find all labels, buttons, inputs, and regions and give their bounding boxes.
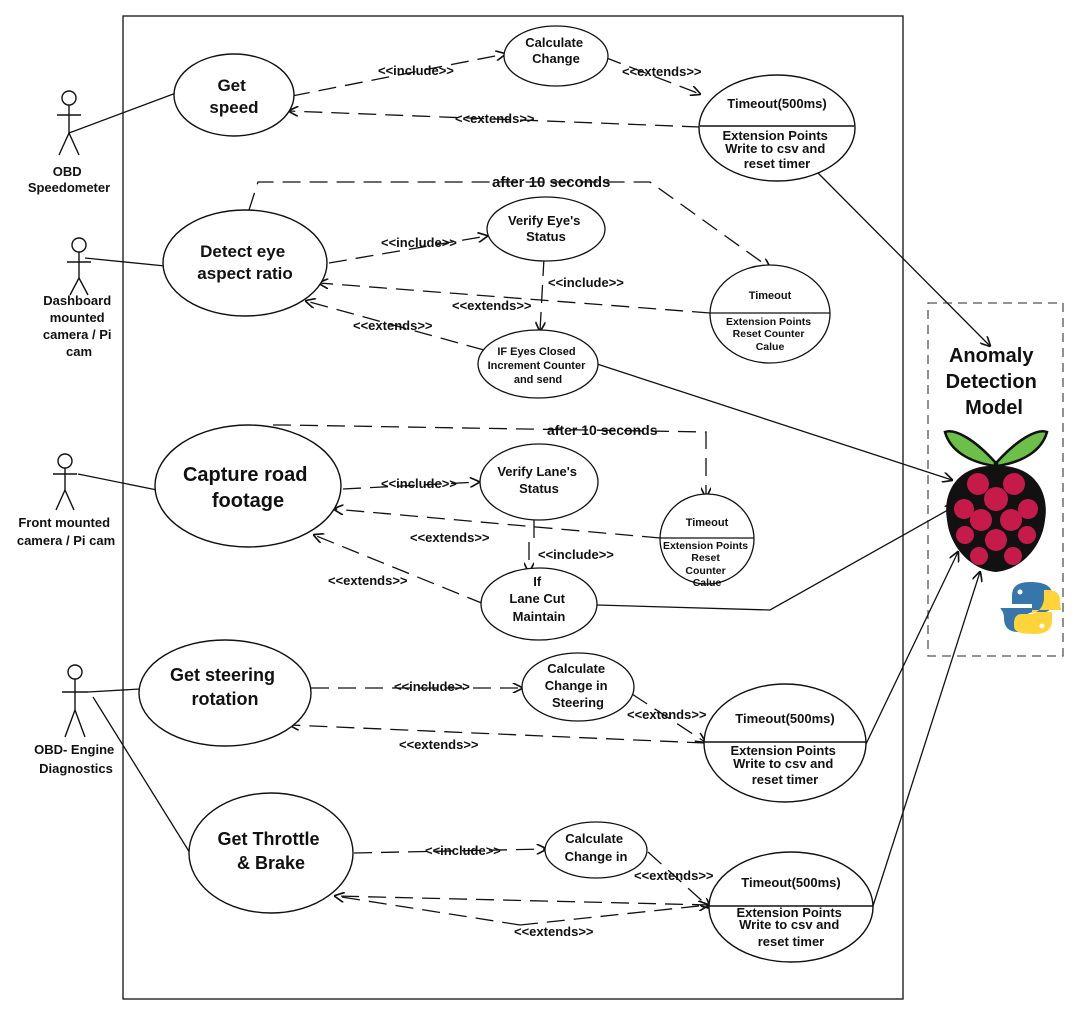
svg-text:Get Throttle & Brake: Get Throttle & Brake bbox=[217, 829, 324, 873]
anomaly-model-title: Anomaly Detection Model bbox=[946, 345, 1043, 419]
svg-text:Calculate Change in: Calculate Change in Steering bbox=[545, 661, 611, 710]
relation-labels: <<include>> <<extends>> <<extends>> afte… bbox=[328, 63, 714, 939]
use-case-detect-eye: Detect eye aspect ratio bbox=[162, 209, 328, 317]
use-case-capture-road: Capture road footage bbox=[154, 424, 342, 548]
timeout-eye: Timeout Extension Points Reset Counter C… bbox=[709, 264, 831, 364]
use-case-calc-change-steering: Calculate Change in Steering bbox=[521, 652, 635, 722]
python-logo-icon bbox=[1000, 582, 1062, 634]
model-connections bbox=[596, 172, 990, 907]
label-after-10-eye: after 10 seconds bbox=[492, 174, 610, 191]
system-boundary bbox=[122, 15, 904, 1000]
svg-text:Extension Points Reset: Extension Points Reset Counter Calue bbox=[663, 540, 751, 589]
label-extends-eyes-closed: <<extends>> bbox=[353, 318, 433, 333]
timeout-steering: Timeout(500ms) Extension Points Write to… bbox=[703, 683, 867, 803]
actor-obd-speedometer bbox=[57, 90, 81, 156]
svg-text:Extension Points Reset C: Extension Points Reset Counter Calue bbox=[726, 316, 814, 353]
label-include-steering: <<include>> bbox=[394, 679, 470, 694]
svg-text:IF Eyes Closed Increment: IF Eyes Closed Increment Counter and sen… bbox=[488, 346, 589, 386]
label-extends-calc-speed: <<extends>> bbox=[622, 64, 702, 79]
label-extends-eye-timeout: <<extends>> bbox=[452, 298, 532, 313]
timeout-speed: Timeout(500ms) Extension Points Write to… bbox=[698, 74, 856, 182]
svg-text:Get speed: Get speed bbox=[209, 76, 258, 117]
use-case-verify-eye: Verify Eye's Status bbox=[486, 196, 606, 262]
raspberry-pi-logo-icon bbox=[943, 429, 1049, 572]
svg-text:Timeout(500ms): Timeout(500ms) bbox=[727, 96, 826, 111]
use-case-if-eyes-closed: IF Eyes Closed Increment Counter and sen… bbox=[477, 329, 599, 399]
actor-obd-engine bbox=[62, 664, 88, 738]
label-extends-steering: <<extends>> bbox=[399, 737, 479, 752]
actor-label-dashboard-camera: Dashboard mounted camera / Pi cam bbox=[43, 293, 115, 359]
use-case-if-lane-cut: If Lane Cut Maintain bbox=[480, 567, 598, 641]
label-extends-calc-steering: <<extends>> bbox=[627, 707, 707, 722]
use-case-get-throttle: Get Throttle & Brake bbox=[188, 792, 354, 914]
svg-text:Timeout(500ms): Timeout(500ms) bbox=[741, 875, 840, 890]
svg-text:Capture road footage: Capture road footage bbox=[183, 464, 313, 512]
label-extends-lane-timeout: <<extends>> bbox=[410, 530, 490, 545]
svg-text:Timeout: Timeout bbox=[749, 290, 792, 302]
label-extends-lane-cut: <<extends>> bbox=[328, 573, 408, 588]
svg-text:Calculate Change: Calculate Change bbox=[525, 35, 586, 66]
svg-text:Verify Lane's Status: Verify Lane's Status bbox=[497, 464, 580, 496]
anomaly-model-box bbox=[927, 302, 1064, 657]
label-extends-speed: <<extends>> bbox=[455, 111, 535, 126]
svg-text:If Lane Cut Mainta: If Lane Cut Maintain bbox=[509, 574, 568, 624]
use-case-verify-lane: Verify Lane's Status bbox=[479, 443, 599, 521]
actor-label-front-camera: Front mounted camera / Pi cam bbox=[17, 515, 115, 548]
actor-front-camera bbox=[53, 453, 77, 511]
timeout-lane: Timeout Extension Points Reset Counter C… bbox=[659, 493, 755, 589]
label-include-speed: <<include>> bbox=[378, 63, 454, 78]
actor-associations bbox=[68, 92, 191, 854]
label-extends-throttle: <<extends>> bbox=[514, 924, 594, 939]
label-include-lane-cut: <<include>> bbox=[538, 547, 614, 562]
svg-text:Verify Eye's Status: Verify Eye's Status bbox=[508, 213, 584, 244]
timeout-throttle: Timeout(500ms) Extension Points Write to… bbox=[708, 851, 874, 963]
svg-text:Timeout(500ms): Timeout(500ms) bbox=[735, 711, 834, 726]
label-include-eye: <<include>> bbox=[381, 235, 457, 250]
svg-text:Detect eye aspect ratio: Detect eye aspect ratio bbox=[197, 242, 292, 283]
label-include-throttle: <<include>> bbox=[425, 843, 501, 858]
svg-text:Timeout: Timeout bbox=[686, 517, 729, 529]
extends-throttle-line bbox=[335, 896, 708, 926]
svg-text:Extension Points Write t: Extension Points Write to csv and reset … bbox=[722, 128, 831, 171]
use-case-get-speed: Get speed bbox=[173, 53, 295, 137]
use-case-calc-change-throttle: Calculate Change in bbox=[544, 821, 648, 879]
use-case-get-steering: Get steering rotation bbox=[138, 639, 312, 747]
actor-label-obd-engine: OBD- Engine Diagnostics bbox=[34, 742, 118, 776]
relation-lines bbox=[248, 54, 770, 908]
svg-text:Get steering rotation: Get steering rotation bbox=[170, 665, 280, 709]
actor-label-obd-speedometer: OBD Speedometer bbox=[28, 164, 110, 195]
label-extends-calc-throttle: <<extends>> bbox=[634, 868, 714, 883]
label-after-10-lane: after 10 seconds bbox=[547, 422, 658, 438]
label-include-eyes-closed: <<include>> bbox=[548, 275, 624, 290]
use-case-calc-change-speed: Calculate Change bbox=[503, 25, 609, 87]
svg-text:Extension Points Write t: Extension Points Write to csv and reset … bbox=[736, 905, 845, 949]
svg-text:Extension Points Write t: Extension Points Write to csv and reset … bbox=[730, 743, 839, 787]
svg-text:Calculate Change in: Calculate Change in bbox=[565, 831, 628, 864]
actor-dashboard-camera bbox=[67, 237, 91, 296]
label-include-lane: <<include>> bbox=[381, 476, 457, 491]
